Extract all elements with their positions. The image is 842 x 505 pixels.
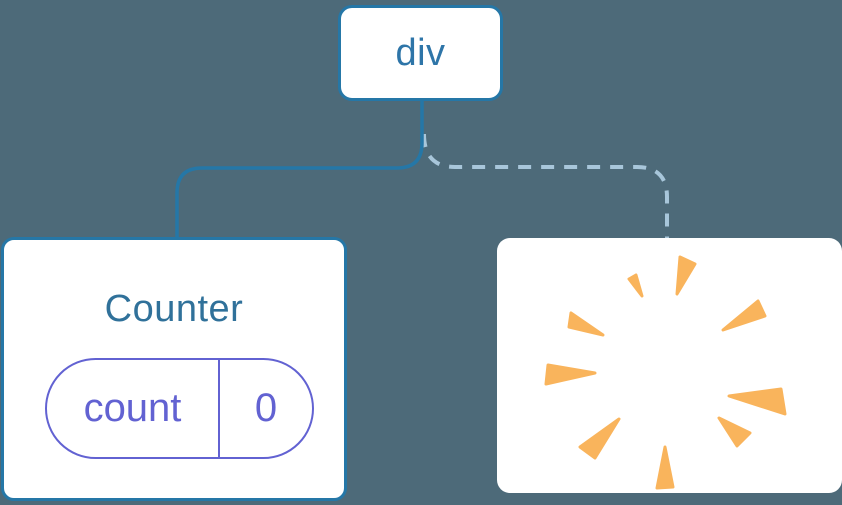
state-pill-value-cell: 0 bbox=[220, 360, 312, 457]
burst-ray bbox=[655, 445, 675, 490]
poof-burst-icon bbox=[544, 255, 787, 490]
node-div: div bbox=[338, 5, 503, 101]
burst-ray bbox=[578, 417, 621, 460]
counter-card-title: Counter bbox=[104, 288, 244, 330]
state-pill-value: 0 bbox=[254, 386, 278, 430]
burst-ray bbox=[717, 416, 752, 448]
state-pill-key-cell: count bbox=[47, 360, 220, 457]
burst-ray bbox=[627, 273, 644, 298]
burst-ray bbox=[675, 255, 697, 296]
counter-card: Counter count 0 bbox=[1, 237, 347, 501]
burst-ray bbox=[727, 387, 787, 416]
burst-ray bbox=[721, 299, 767, 332]
removed-card bbox=[497, 238, 842, 493]
edge-solid bbox=[175, 99, 424, 241]
state-pill: count 0 bbox=[45, 358, 314, 459]
node-div-label: div bbox=[395, 31, 446, 74]
burst-ray bbox=[567, 311, 605, 337]
state-pill-key: count bbox=[83, 386, 182, 430]
burst-ray bbox=[544, 363, 597, 386]
edge-dashed bbox=[422, 133, 669, 242]
